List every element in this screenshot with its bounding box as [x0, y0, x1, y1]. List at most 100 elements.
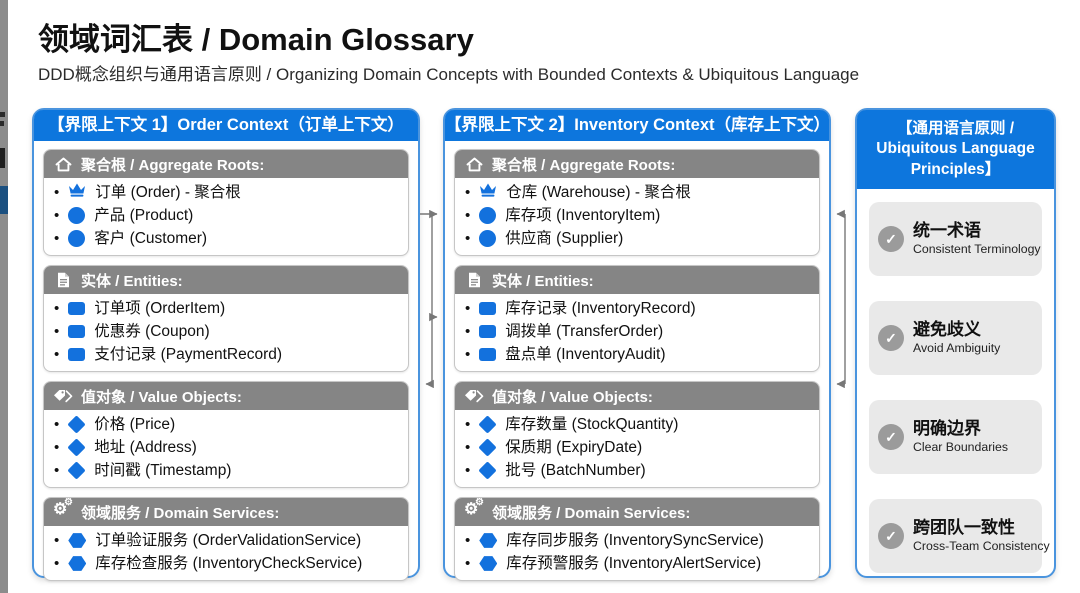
circle-icon — [68, 207, 86, 224]
check-circle-icon — [878, 325, 904, 352]
hexagon-icon — [479, 556, 498, 571]
list-item: 库存记录 (InventoryRecord) — [455, 297, 819, 320]
inventory-context-panel: 【界限上下文 2】Inventory Context（库存上下文） 聚合根 / … — [443, 108, 831, 581]
list-item: 价格 (Price) — [44, 413, 408, 436]
item-label: 库存预警服务 (InventoryAlertService) — [506, 555, 762, 572]
tag-icon — [53, 389, 73, 404]
bullet — [465, 460, 470, 481]
bullet — [54, 182, 59, 203]
section-domain-services: ⚙⚙ 领域服务 / Domain Services: 库存同步服务 (Inven… — [454, 497, 820, 581]
bullet — [54, 460, 59, 481]
section-title: 领域服务 / Domain Services: — [81, 504, 280, 522]
item-label: 订单验证服务 (OrderValidationService) — [95, 532, 362, 549]
page-subtitle: DDD概念组织与通用语言原则 / Organizing Domain Conce… — [38, 65, 860, 84]
section-header: 聚合根 / Aggregate Roots: — [44, 150, 408, 178]
list-item: 客户 (Customer) — [44, 227, 408, 250]
principle-title: 避免歧义 — [913, 320, 981, 340]
bullet — [54, 205, 59, 226]
item-label: 支付记录 (PaymentRecord) — [94, 346, 283, 363]
order-context-body: 聚合根 / Aggregate Roots: 订单 (Order) - 聚合根 … — [34, 141, 418, 581]
check-circle-icon — [878, 424, 904, 451]
inventory-context-title: 【界限上下文 2】Inventory Context（库存上下文） — [445, 110, 829, 141]
bullet — [465, 437, 470, 458]
order-context-panel: 【界限上下文 1】Order Context（订单上下文） 聚合根 / Aggr… — [32, 108, 420, 581]
inventory-context-body: 聚合根 / Aggregate Roots: 仓库 (Warehouse) - … — [445, 141, 829, 581]
list-item: 库存预警服务 (InventoryAlertService) — [455, 552, 819, 575]
hexagon-icon — [68, 533, 87, 548]
section-header: 实体 / Entities: — [44, 266, 408, 294]
diamond-icon — [478, 438, 497, 457]
principles-body: 统一术语 Consistent Terminology 避免歧义 Avoid A… — [857, 189, 1054, 574]
section-entities: 实体 / Entities: 库存记录 (InventoryRecord) 调拨… — [454, 265, 820, 372]
list-item: 订单 (Order) - 聚合根 — [44, 181, 408, 204]
item-label: 库存项 (InventoryItem) — [505, 207, 661, 224]
section-aggregate-roots: 聚合根 / Aggregate Roots: 订单 (Order) - 聚合根 … — [43, 149, 409, 256]
gears-icon: ⚙⚙ — [53, 497, 73, 518]
list-item: 盘点单 (InventoryAudit) — [455, 343, 819, 366]
list-item: 订单项 (OrderItem) — [44, 297, 408, 320]
section-title: 值对象 / Value Objects: — [81, 388, 242, 406]
principle-subtitle: Consistent Terminology — [913, 241, 1041, 256]
item-label: 调拨单 (TransferOrder) — [505, 323, 664, 340]
gears-icon: ⚙⚙ — [464, 497, 484, 518]
bullet — [54, 344, 59, 365]
principles-title-line: 【通用语言原则 / — [896, 120, 1015, 137]
principle-card: 跨团队一致性 Cross-Team Consistency — [869, 499, 1050, 574]
bullet — [465, 228, 470, 249]
list-item: 库存检查服务 (InventoryCheckService) — [44, 552, 408, 575]
edge-fragment — [0, 186, 8, 214]
principle-title: 明确边界 — [913, 419, 981, 439]
section-header: 值对象 / Value Objects: — [44, 382, 408, 410]
item-label: 时间戳 (Timestamp) — [94, 462, 232, 479]
section-domain-services: ⚙⚙ 领域服务 / Domain Services: 订单验证服务 (Order… — [43, 497, 409, 581]
item-label: 订单 (Order) - 聚合根 — [95, 184, 241, 201]
bullet — [54, 530, 59, 551]
bullet — [465, 344, 470, 365]
item-label: 仓库 (Warehouse) - 聚合根 — [506, 184, 691, 201]
section-title: 聚合根 / Aggregate Roots: — [81, 156, 265, 174]
principle-card: 避免歧义 Avoid Ambiguity — [869, 301, 1042, 376]
tag-icon — [464, 389, 484, 404]
list-item: 地址 (Address) — [44, 436, 408, 459]
crown-icon — [68, 182, 86, 203]
hexagon-icon — [479, 533, 498, 548]
bullet — [465, 530, 470, 551]
bullet — [54, 321, 59, 342]
list-item: 时间戳 (Timestamp) — [44, 459, 408, 482]
list-item: 调拨单 (TransferOrder) — [455, 320, 819, 343]
edge-fragment — [0, 121, 4, 126]
item-label: 库存记录 (InventoryRecord) — [505, 300, 696, 317]
section-value-objects: 值对象 / Value Objects: 价格 (Price) 地址 (Addr… — [43, 381, 409, 488]
item-label: 客户 (Customer) — [94, 230, 208, 247]
diamond-icon — [67, 415, 86, 434]
section-aggregate-roots: 聚合根 / Aggregate Roots: 仓库 (Warehouse) - … — [454, 149, 820, 256]
bullet — [465, 298, 470, 319]
square-icon — [479, 325, 497, 338]
item-label: 保质期 (ExpiryDate) — [505, 439, 643, 456]
section-value-objects: 值对象 / Value Objects: 库存数量 (StockQuantity… — [454, 381, 820, 488]
diamond-icon — [67, 461, 86, 480]
list-item: 库存数量 (StockQuantity) — [455, 413, 819, 436]
check-circle-icon — [878, 226, 904, 253]
bullet — [54, 298, 59, 319]
principle-card: 明确边界 Clear Boundaries — [869, 400, 1042, 475]
check-circle-icon — [878, 523, 904, 550]
square-icon — [479, 302, 497, 315]
bullet — [465, 321, 470, 342]
list-item: 批号 (BatchNumber) — [455, 459, 819, 482]
item-label: 批号 (BatchNumber) — [505, 462, 646, 479]
section-header: 值对象 / Value Objects: — [455, 382, 819, 410]
item-label: 盘点单 (InventoryAudit) — [505, 346, 666, 363]
principle-title: 跨团队一致性 — [913, 518, 1015, 538]
order-context-title: 【界限上下文 1】Order Context（订单上下文） — [34, 110, 418, 141]
principles-title-line: Ubiquitous Language — [876, 140, 1035, 158]
bullet — [465, 414, 470, 435]
square-icon — [68, 302, 86, 315]
diamond-icon — [67, 438, 86, 457]
page-title: 领域词汇表 / Domain Glossary — [38, 22, 474, 57]
section-title: 实体 / Entities: — [81, 272, 183, 290]
section-entities: 实体 / Entities: 订单项 (OrderItem) 优惠券 (Coup… — [43, 265, 409, 372]
list-item: 供应商 (Supplier) — [455, 227, 819, 250]
principle-subtitle: Clear Boundaries — [913, 439, 1009, 454]
list-item: 仓库 (Warehouse) - 聚合根 — [455, 181, 819, 204]
